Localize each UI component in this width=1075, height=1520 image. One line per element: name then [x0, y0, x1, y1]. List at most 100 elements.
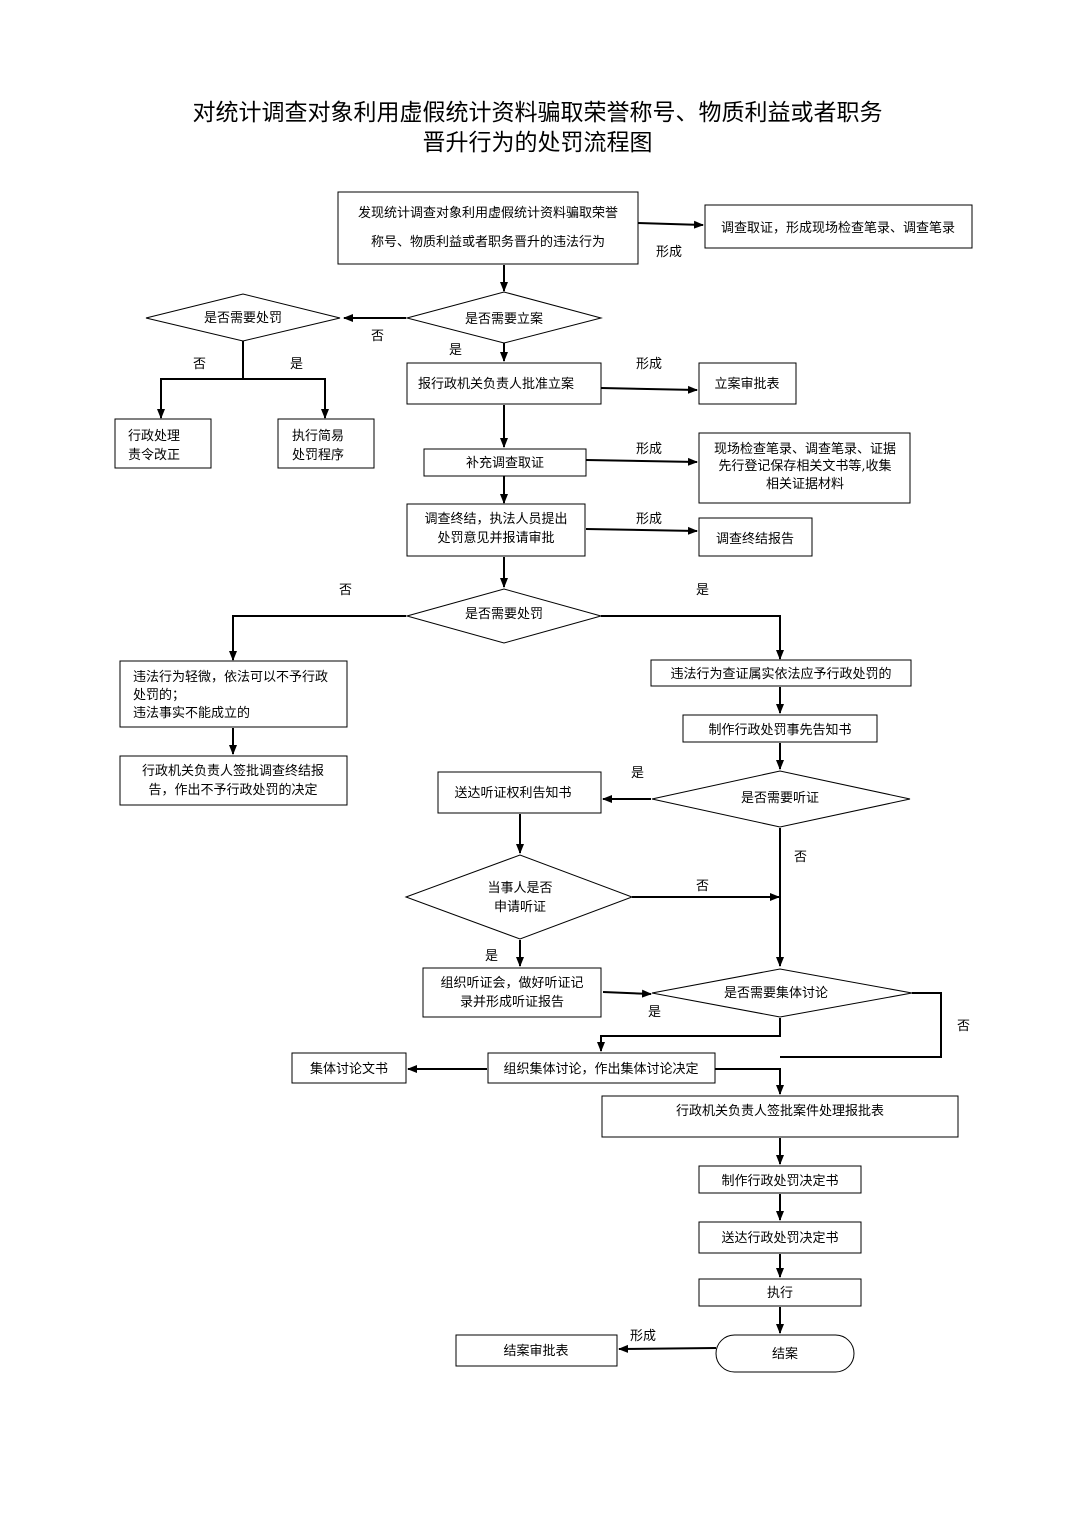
svg-text:立案审批表: 立案审批表: [714, 377, 779, 392]
node-discover-line2: 称号、物质利益或者职务晋升的违法行为: [371, 234, 605, 250]
svg-text:录并形成听证报告: 录并形成听证报告: [460, 995, 564, 1010]
label-form-2: 形成: [636, 357, 662, 372]
label-no-5: 否: [696, 879, 709, 894]
arrow-to-evidence: [585, 457, 698, 466]
svg-text:先行登记保存相关文书等,收集: 先行登记保存相关文书等,收集: [718, 458, 891, 474]
node-close-case: 结案: [715, 1334, 855, 1373]
arrow-discover-to-survey: [637, 220, 704, 229]
label-form-1: 形成: [656, 245, 682, 260]
decision-party-apply: 当事人是否 申请听证: [404, 854, 634, 940]
arrow-punish-mid-yes: [601, 615, 784, 660]
title-line-2: 晋升行为的处罚流程图: [422, 130, 653, 156]
arrow-to-filing-form: [600, 385, 698, 394]
node-make-decision: 制作行政处罚决定书: [698, 1165, 862, 1194]
svg-text:是否需要立案: 是否需要立案: [465, 312, 543, 327]
svg-text:是否需要听证: 是否需要听证: [741, 791, 819, 806]
node-collective-doc: 集体讨论文书: [291, 1052, 407, 1084]
svg-text:违法行为轻微，依法可以不予行政: 违法行为轻微，依法可以不予行政: [133, 670, 328, 685]
node-hold-hearing: 组织听证会，做好听证记 录并形成听证报告: [422, 967, 602, 1018]
label-no-4: 否: [794, 850, 807, 865]
node-prior-notice: 制作行政处罚事先告知书: [682, 714, 878, 743]
svg-text:调查终结报告: 调查终结报告: [716, 531, 794, 547]
label-yes-5: 是: [485, 949, 498, 964]
title-line-1: 对统计调查对象利用虚假统计资料骗取荣誉称号、物质利益或者职务: [192, 100, 883, 126]
svg-text:行政机关负责人签批调查终结报: 行政机关负责人签批调查终结报: [142, 763, 324, 779]
node-conclude-report: 调查终结报告: [698, 517, 813, 557]
label-form-5: 形成: [630, 1329, 656, 1344]
line-collective-no: [780, 992, 942, 1058]
svg-text:执行: 执行: [767, 1286, 793, 1301]
svg-text:违法行为查证属实依法应予行政处罚的: 违法行为查证属实依法应予行政处罚的: [670, 666, 891, 682]
label-no-1: 否: [371, 329, 384, 344]
svg-text:当事人是否: 当事人是否: [487, 881, 552, 896]
svg-text:是否需要处罚: 是否需要处罚: [465, 607, 543, 622]
decision-need-hearing: 是否需要听证: [651, 770, 911, 828]
node-minor-violation: 违法行为轻微，依法可以不予行政 处罚的； 违法事实不能成立的: [119, 660, 348, 728]
svg-text:申请听证: 申请听证: [494, 900, 546, 915]
svg-text:组织听证会，做好听证记: 组织听证会，做好听证记: [440, 976, 583, 991]
svg-text:制作行政处罚决定书: 制作行政处罚决定书: [721, 1174, 838, 1189]
svg-text:是否需要集体讨论: 是否需要集体讨论: [724, 985, 828, 1001]
svg-text:集体讨论文书: 集体讨论文书: [310, 1061, 388, 1077]
label-form-3: 形成: [636, 442, 662, 457]
svg-text:报行政机关负责人批准立案: 报行政机关负责人批准立案: [418, 377, 574, 392]
label-yes-1: 是: [449, 343, 462, 358]
node-sign-case: 行政机关负责人签批案件处理报批表: [601, 1095, 959, 1138]
node-discover: 发现统计调查对象利用虚假统计资料骗取荣誉 称号、物质利益或者职务晋升的违法行为: [337, 191, 639, 265]
svg-text:行政机关负责人签批案件处理报批表: 行政机关负责人签批案件处理报批表: [676, 1103, 884, 1119]
arrow-punish-mid-no: [229, 615, 406, 661]
decision-need-filing: 是否需要立案: [405, 291, 603, 344]
label-no-2: 否: [193, 357, 206, 372]
node-filing-form: 立案审批表: [698, 362, 797, 405]
node-discover-line1: 发现统计调查对象利用虚假统计资料骗取荣誉: [358, 205, 618, 221]
label-yes-6: 是: [648, 1005, 661, 1020]
decision-need-collective: 是否需要集体讨论: [651, 968, 913, 1018]
svg-text:补充调查取证: 补充调查取证: [466, 455, 544, 471]
node-close-form: 结案审批表: [455, 1334, 618, 1367]
page-title: 对统计调查对象利用虚假统计资料骗取荣誉称号、物质利益或者职务 晋升行为的处罚流程…: [0, 98, 1075, 158]
svg-text:违法事实不能成立的: 违法事实不能成立的: [133, 705, 250, 721]
edge-labels: 形成 否 否 是 是 形成 形成 形成 否 是 是 否 否 是 是 否 形成: [193, 245, 970, 1344]
connectors: [157, 220, 942, 1353]
label-form-4: 形成: [636, 512, 662, 527]
node-report-filing: 报行政机关负责人批准立案: [406, 362, 602, 405]
arrow-hearing-to-collective: [602, 989, 652, 998]
node-supplement: 补充调查取证: [423, 448, 587, 477]
decision-need-punish-top: 是否需要处罚: [145, 293, 341, 342]
svg-text:行政处理: 行政处理: [128, 429, 180, 444]
node-collective: 组织集体讨论，作出集体讨论决定: [487, 1052, 716, 1084]
svg-text:是否需要处罚: 是否需要处罚: [204, 311, 282, 326]
svg-text:组织集体讨论，作出集体讨论决定: 组织集体讨论，作出集体讨论决定: [503, 1061, 698, 1077]
arrow-to-simple: [243, 378, 329, 419]
svg-text:送达听证权利告知书: 送达听证权利告知书: [454, 785, 571, 801]
node-hearing-notice: 送达听证权利告知书: [437, 771, 602, 814]
label-yes-4: 是: [631, 766, 644, 781]
svg-text:送达行政处罚决定书: 送达行政处罚决定书: [721, 1231, 838, 1246]
svg-text:处罚的；: 处罚的；: [133, 687, 185, 703]
arrow-to-close-form: [618, 1344, 717, 1353]
node-verified: 违法行为查证属实依法应予行政处罚的: [650, 659, 912, 687]
svg-text:相关证据材料: 相关证据材料: [766, 477, 844, 492]
label-yes-3: 是: [696, 583, 709, 598]
arrow-to-conclude-report: [585, 526, 698, 535]
arrow-collective-yes: [597, 1018, 781, 1052]
svg-text:制作行政处罚事先告知书: 制作行政处罚事先告知书: [708, 722, 851, 738]
label-no-6: 否: [957, 1019, 970, 1034]
node-no-punish-decision: 行政机关负责人签批调查终结报 告，作出不予行政处罚的决定: [119, 755, 348, 806]
arrow-collective-to-sign: [715, 1068, 784, 1095]
node-simple-procedure: 执行简易 处罚程序: [277, 418, 375, 469]
svg-text:告，作出不予行政处罚的决定: 告，作出不予行政处罚的决定: [148, 782, 317, 798]
svg-text:处罚意见并报请审批: 处罚意见并报请审批: [437, 530, 554, 546]
svg-text:责令改正: 责令改正: [128, 448, 180, 463]
svg-text:结案审批表: 结案审批表: [503, 1344, 568, 1359]
svg-text:调查终结，执法人员提出: 调查终结，执法人员提出: [424, 511, 567, 527]
node-admin-correct: 行政处理 责令改正: [114, 418, 212, 469]
svg-text:执行简易: 执行简易: [292, 428, 344, 444]
node-survey-record: 调查取证，形成现场检查笔录、调查笔录: [704, 204, 973, 249]
svg-text:结案: 结案: [772, 1347, 798, 1362]
svg-text:调查取证，形成现场检查笔录、调查笔录: 调查取证，形成现场检查笔录、调查笔录: [721, 220, 955, 236]
decision-need-punish-mid: 是否需要处罚: [405, 588, 603, 644]
node-evidence: 现场检查笔录、调查笔录、证据 先行登记保存相关文书等,收集 相关证据材料: [698, 432, 911, 504]
svg-text:现场检查笔录、调查笔录、证据: 现场检查笔录、调查笔录、证据: [714, 441, 896, 457]
